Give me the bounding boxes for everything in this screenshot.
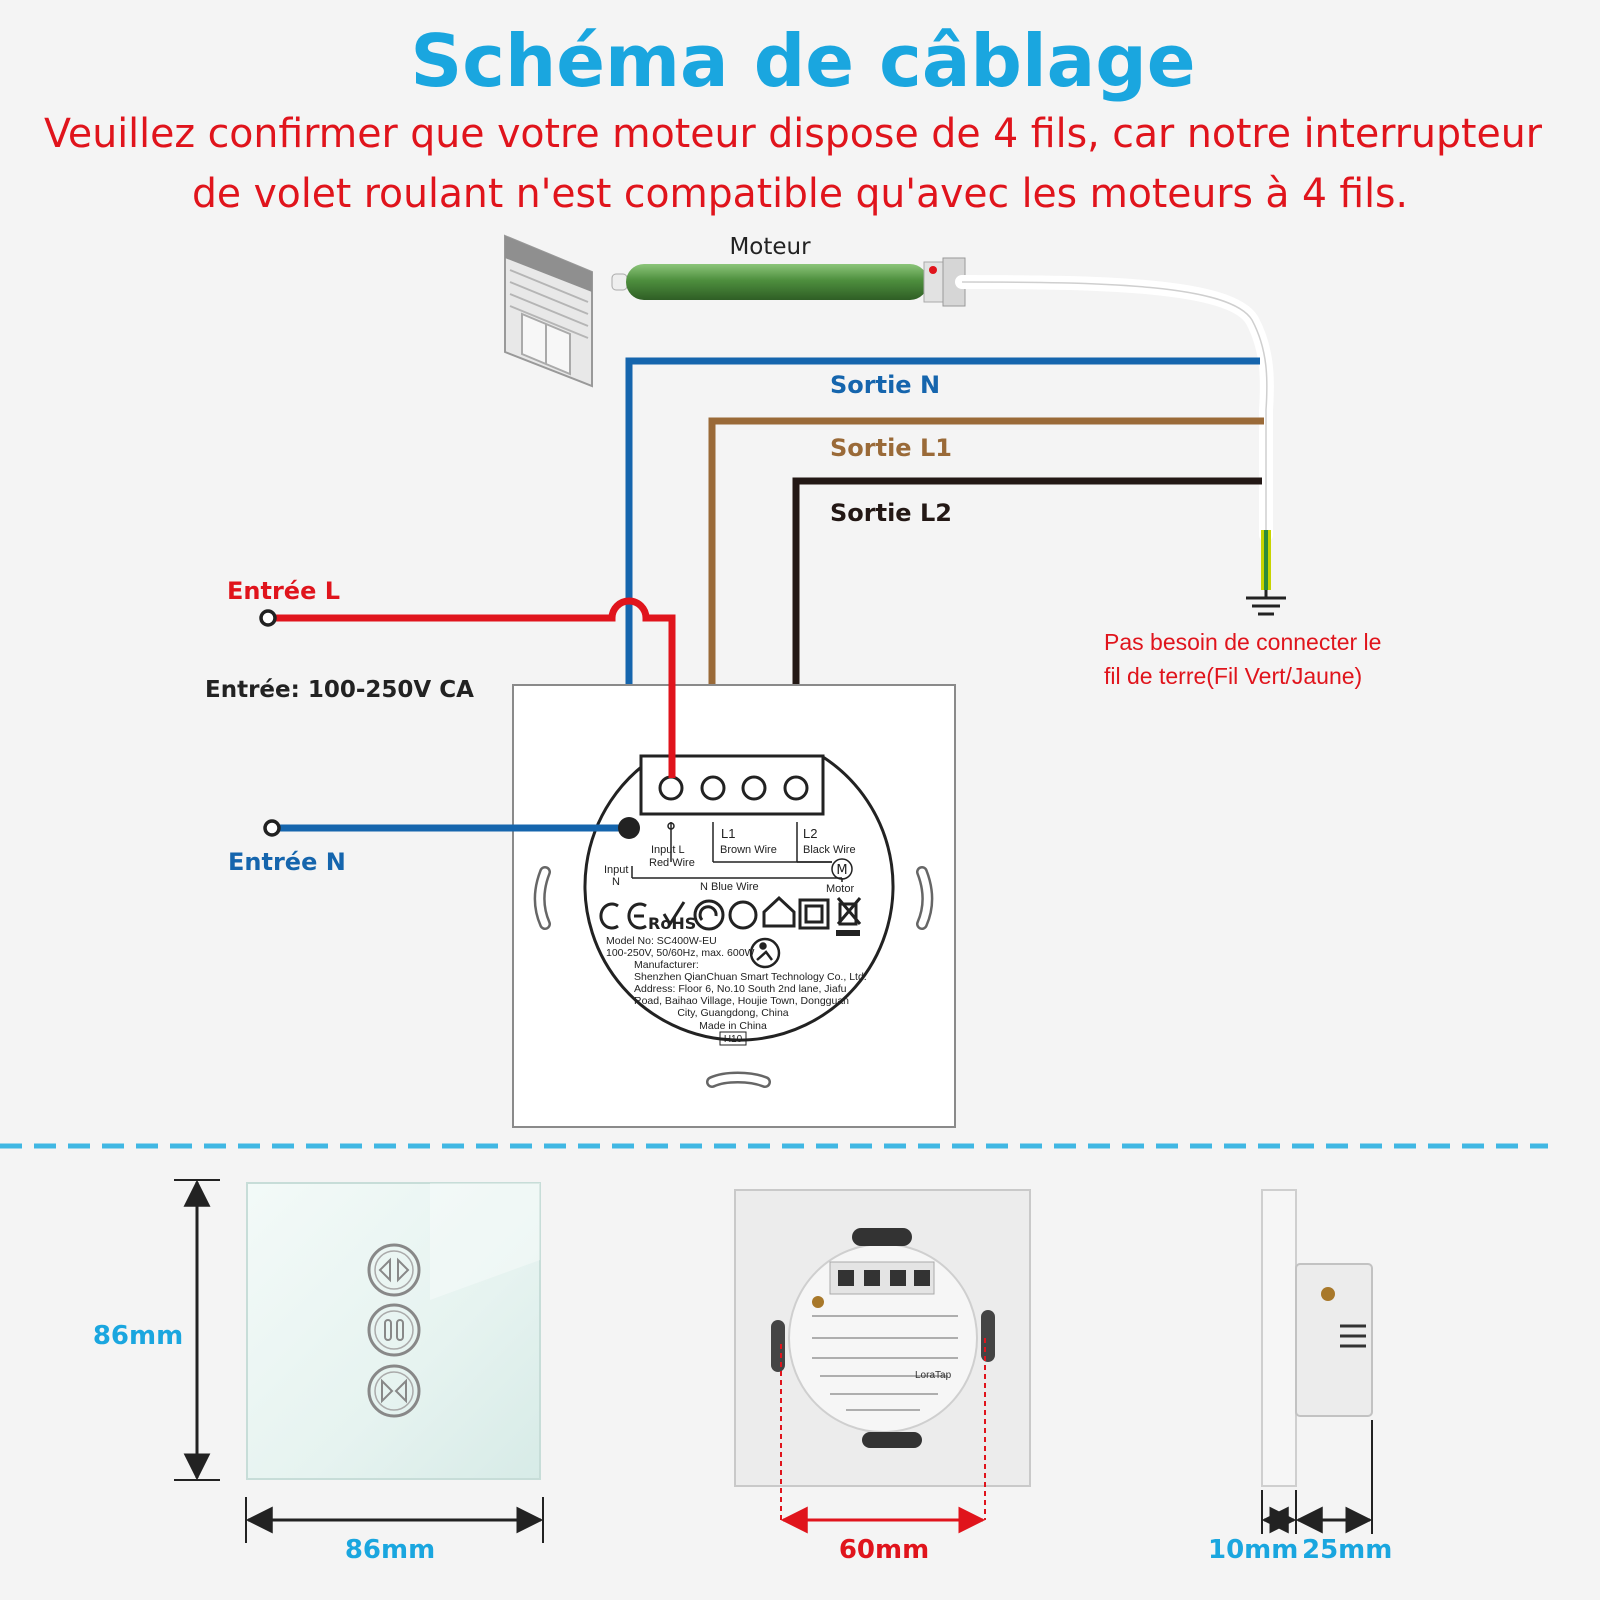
label-line-address-3: City, Guangdong, China [677,1007,788,1019]
label-line-model: Model No: SC400W-EU [606,935,717,947]
roller-shutter-icon [504,234,593,388]
label-l1: L1 [721,826,735,841]
recycle-person-icon [749,937,781,969]
label-black-wire: Black Wire [803,844,856,856]
label-motor: Motor [826,883,854,895]
label-line-origin: Made in China [699,1020,767,1032]
label-input-l: Input L [651,844,685,856]
switch-front-glass [246,1182,541,1480]
label-brown-wire: Brown Wire [720,844,777,856]
label-blue-wire: N Blue Wire [700,881,759,893]
tubular-motor [611,257,966,307]
glass-depth-label: 10mm [1208,1535,1298,1565]
label-code: H10 [724,1034,743,1045]
terminal-empty [741,775,767,801]
switch-side-body [1295,1263,1373,1417]
label-line-address-2: Road, Baihao Village, Houjie Town, Dongg… [634,995,849,1007]
certification-marks [599,895,862,931]
output-l2-label: Sortie L2 [830,499,952,527]
label-line-manufacturer: Manufacturer: [634,959,699,971]
live-input-wire [268,597,676,778]
label-red-wire: Red Wire [649,857,695,869]
compatibility-warning-line-1: Veuillez confirmer que votre moteur disp… [44,111,1543,157]
live-input-terminal [259,609,277,627]
back-width-label: 60mm [839,1535,929,1565]
neutral-junction [618,817,640,839]
input-voltage-label: Entrée: 100-250V CA [205,677,474,703]
pause-button[interactable] [367,1303,421,1357]
terminal-input-l [658,775,684,801]
output-l1-label: Sortie L1 [830,434,952,462]
label-input-n-1: Input [604,864,628,876]
compatibility-warning-line-2: de volet roulant n'est compatible qu'ave… [192,171,1408,217]
label-l2: L2 [803,826,817,841]
switch-module-housing [583,755,895,1042]
neutral-output-wire [625,357,1260,829]
l2-output-wire [792,477,1262,770]
open-close-button[interactable] [367,1243,421,1297]
label-input-n-2: N [612,876,620,888]
input-n-label: Entrée N [228,848,346,876]
ground-note-line-1: Pas besoin de connecter le [1104,629,1381,655]
label-line-address-1: Address: Floor 6, No.10 South 2nd lane, … [634,983,847,995]
label-line-company: Shenzhen QianChuan Smart Technology Co.,… [634,971,867,983]
front-width-label: 86mm [345,1535,435,1565]
rohs-mark: RoHS [648,914,696,933]
terminal-l1 [700,775,726,801]
motor-label: Moteur [729,234,811,260]
output-n-label: Sortie N [830,371,940,399]
body-depth-label: 25mm [1302,1535,1392,1565]
motor-symbol: M [836,863,847,878]
front-height-label: 86mm [93,1321,183,1351]
input-l-label: Entrée L [227,577,340,605]
page-title: Schéma de câblage [410,19,1195,103]
l1-output-wire [708,417,1264,770]
terminal-l2 [783,775,809,801]
label-line-rating: 100-250V, 50/60Hz, max. 600W [606,947,755,959]
ground-icon [1246,590,1286,616]
motor-cable [955,275,1274,542]
brand-label: LoraTap [915,1370,952,1381]
close-open-button[interactable] [367,1364,421,1418]
switch-side-glass [1261,1189,1297,1487]
ground-note-line-2: fil de terre(Fil Vert/Jaune) [1104,663,1362,689]
neutral-input-terminal [263,819,281,837]
